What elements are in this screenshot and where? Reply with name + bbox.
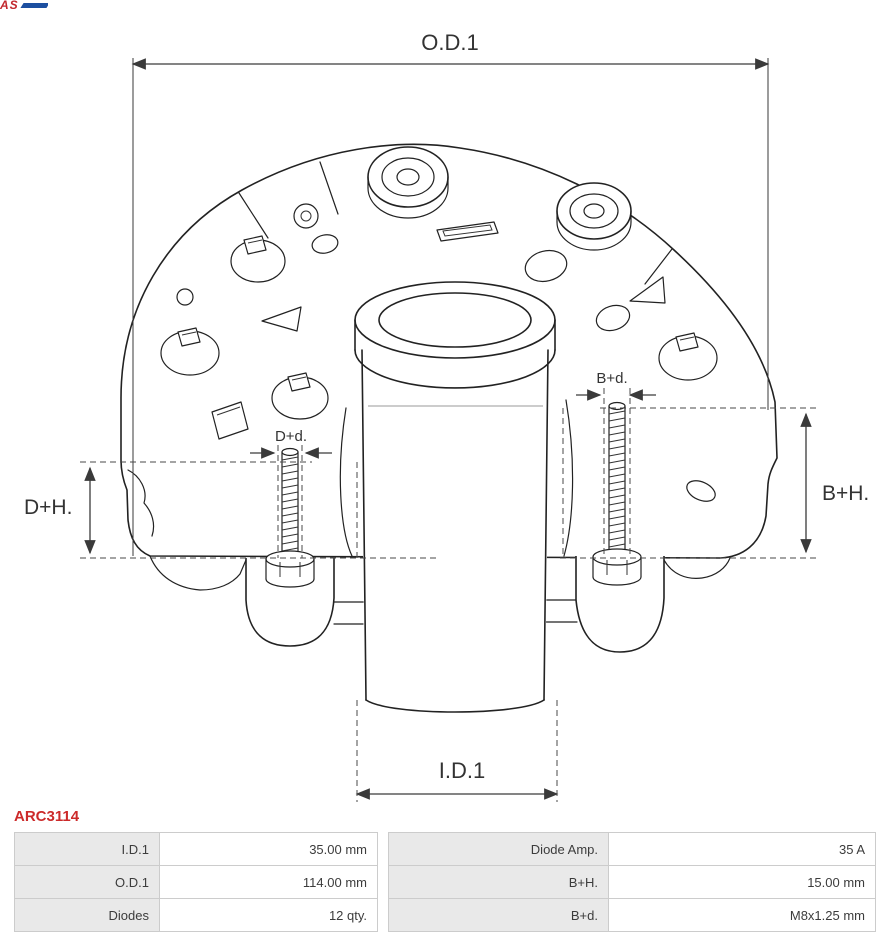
spec-label: O.D.1 xyxy=(14,865,160,899)
spec-value: 114.00 mm xyxy=(159,865,378,899)
dimension-bh: B+H. xyxy=(560,407,869,559)
diode-hole xyxy=(230,235,286,283)
spec-value: 35 A xyxy=(608,832,876,866)
diode-hole xyxy=(658,332,718,381)
triangle-cutout xyxy=(261,306,302,332)
dimension-dd: D+d. xyxy=(250,428,332,558)
dimension-od1: O.D.1 xyxy=(131,30,770,556)
left-foot xyxy=(245,558,335,647)
spec-row: B+d. M8x1.25 mm xyxy=(388,898,876,932)
rectifier-body xyxy=(120,143,778,716)
spec-value: M8x1.25 mm xyxy=(608,898,876,932)
spec-label: Diodes xyxy=(14,898,160,932)
dimension-id1: I.D.1 xyxy=(355,700,559,802)
spec-label: Diode Amp. xyxy=(388,832,609,866)
dd-label: D+d. xyxy=(275,428,307,445)
small-hole xyxy=(176,288,194,306)
top-slot xyxy=(436,221,499,242)
spec-label: I.D.1 xyxy=(14,832,160,866)
triangle-cutout xyxy=(629,276,666,304)
dimension-dh: D+H. xyxy=(24,461,438,559)
spec-row: O.D.1 114.00 mm xyxy=(14,865,378,899)
technical-drawing: O.D.1 I.D.1 D+H. D+d. xyxy=(24,30,869,802)
stud-right xyxy=(592,401,642,586)
spec-row: Diodes 12 qty. xyxy=(14,898,378,932)
hub-tube-bottom xyxy=(365,699,545,713)
spec-row: Diode Amp. 35 A xyxy=(388,832,876,866)
small-hole xyxy=(524,249,568,283)
terminal-boss-right xyxy=(556,182,632,251)
spec-row: I.D.1 35.00 mm xyxy=(14,832,378,866)
id1-label: I.D.1 xyxy=(439,758,485,783)
bd-label: B+d. xyxy=(596,370,627,387)
spec-label: B+H. xyxy=(388,865,609,899)
brand-logo: AS xyxy=(0,0,48,11)
diode-hole xyxy=(160,327,220,376)
spec-value: 35.00 mm xyxy=(159,832,378,866)
spec-label: B+d. xyxy=(388,898,609,932)
part-number: ARC3114 xyxy=(14,808,80,825)
bh-label: B+H. xyxy=(822,482,869,505)
hub-tube-right xyxy=(543,349,549,701)
dimension-bd: B+d. xyxy=(576,370,656,556)
small-hole xyxy=(311,234,339,254)
brand-logo-text: AS xyxy=(0,0,19,11)
small-hole xyxy=(595,304,631,332)
rectifier-drawing-svg: O.D.1 I.D.1 D+H. D+d. xyxy=(24,30,869,802)
od1-label: O.D.1 xyxy=(421,30,478,55)
small-hole xyxy=(293,203,319,229)
dh-label: D+H. xyxy=(24,496,72,519)
spec-table-left: I.D.1 35.00 mm O.D.1 114.00 mm Diodes 12… xyxy=(14,832,378,932)
terminal-boss-left xyxy=(367,146,449,219)
spec-table-right: Diode Amp. 35 A B+H. 15.00 mm B+d. M8x1.… xyxy=(388,832,876,932)
side-slot xyxy=(211,401,249,440)
spec-table: I.D.1 35.00 mm O.D.1 114.00 mm Diodes 12… xyxy=(14,832,876,932)
spec-value: 12 qty. xyxy=(159,898,378,932)
small-hole xyxy=(686,480,716,502)
spec-row: B+H. 15.00 mm xyxy=(388,865,876,899)
right-foot xyxy=(575,556,665,653)
hub-tube-left xyxy=(361,349,367,701)
diode-hole xyxy=(271,372,329,420)
spec-value: 15.00 mm xyxy=(608,865,876,899)
stud-left xyxy=(265,447,315,588)
hub-bore xyxy=(378,292,532,348)
